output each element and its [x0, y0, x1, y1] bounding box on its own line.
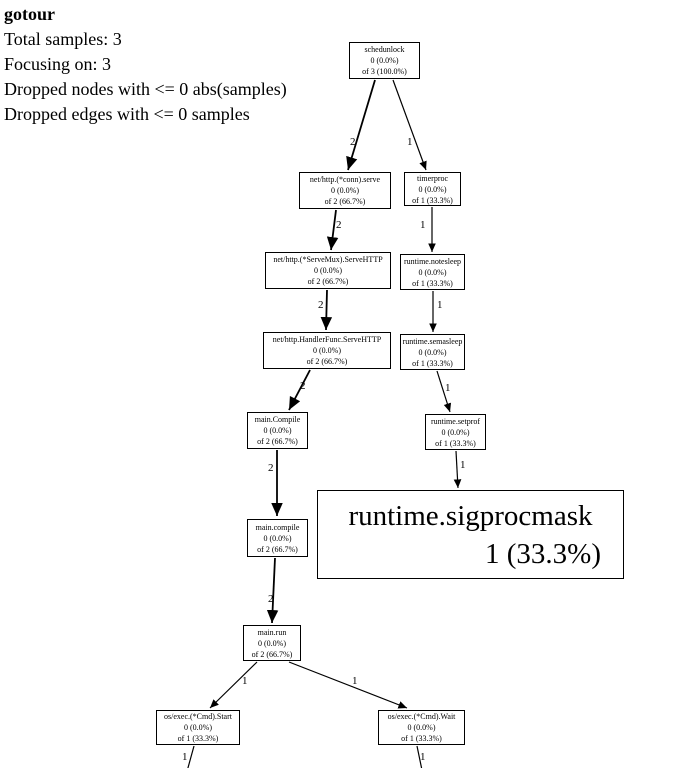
edge-cmd-wait-offscreen — [416, 745, 423, 768]
node-main-Compile[interactable]: main.Compile 0 (0.0%) of 2 (66.7%) — [247, 412, 308, 449]
node-main-run[interactable]: main.run 0 (0.0%) of 2 (66.7%) — [243, 625, 301, 661]
node-handlerfunc-servehttp[interactable]: net/http.HandlerFunc.ServeHTTP 0 (0.0%) … — [263, 332, 391, 369]
legend: gotour Total samples: 3 Focusing on: 3 D… — [4, 2, 287, 127]
node-flat: 0 (0.0%) — [418, 347, 447, 357]
node-label: timerproc — [416, 173, 449, 183]
node-conn-serve[interactable]: net/http.(*conn).serve 0 (0.0%) of 2 (66… — [299, 172, 391, 209]
edge-cmd-start-offscreen — [187, 745, 195, 768]
node-runtime-setprof[interactable]: runtime.setprof 0 (0.0%) of 1 (33.3%) — [425, 414, 486, 450]
node-label: net/http.(*conn).serve — [309, 175, 381, 184]
edge-schedunlock-timerproc — [392, 79, 427, 171]
node-cmd-wait[interactable]: os/exec.(*Cmd).Wait 0 (0.0%) of 1 (33.3%… — [378, 710, 465, 745]
node-runtime-sigprocmask[interactable]: runtime.sigprocmask 1 (33.3%) — [317, 490, 624, 579]
node-flat: 0 (0.0%) — [441, 427, 470, 437]
node-label: schedunlock — [364, 45, 405, 54]
node-schedunlock[interactable]: schedunlock 0 (0.0%) of 3 (100.0%) — [349, 42, 420, 79]
node-label: runtime.semasleep — [402, 336, 463, 346]
node-cum: of 2 (66.7%) — [257, 437, 298, 446]
node-label: runtime.sigprocmask — [348, 499, 593, 532]
node-flat: 0 (0.0%) — [370, 56, 399, 65]
node-flat: 1 (33.3%) — [485, 537, 601, 570]
node-flat: 0 (0.0%) — [418, 184, 447, 194]
node-cum: of 1 (33.3%) — [401, 734, 442, 743]
node-label: net/http.(*ServeMux).ServeHTTP — [273, 255, 383, 264]
edge-label: 2 — [350, 136, 356, 148]
node-cum: of 2 (66.7%) — [324, 197, 366, 206]
node-cum: of 1 (33.3%) — [412, 195, 453, 205]
edge-label: 1 — [407, 136, 413, 148]
legend-dropped-nodes: Dropped nodes with <= 0 abs(samples) — [4, 79, 287, 99]
node-cum: of 3 (100.0%) — [362, 67, 407, 76]
node-flat: 0 (0.0%) — [258, 638, 286, 648]
node-timerproc[interactable]: timerproc 0 (0.0%) of 1 (33.3%) — [404, 172, 461, 206]
node-flat: 0 (0.0%) — [407, 723, 436, 732]
node-cum: of 1 (33.3%) — [435, 438, 476, 448]
edge-label: 1 — [445, 382, 451, 394]
node-cmd-start[interactable]: os/exec.(*Cmd).Start 0 (0.0%) of 1 (33.3… — [156, 710, 240, 745]
edge-servemux-handlerfunc — [320, 289, 333, 331]
legend-dropped-edges: Dropped edges with <= 0 samples — [4, 104, 250, 124]
edge-label: 1 — [460, 459, 466, 471]
edge-label: 1 — [352, 675, 358, 687]
node-label: main.run — [257, 627, 287, 637]
node-cum: of 2 (66.7%) — [306, 357, 348, 366]
node-flat: 0 (0.0%) — [331, 186, 359, 195]
edge-compile-run — [266, 557, 279, 624]
edge-label: 2 — [336, 219, 342, 231]
node-servemux-servehttp[interactable]: net/http.(*ServeMux).ServeHTTP 0 (0.0%) … — [265, 252, 391, 289]
node-flat: 0 (0.0%) — [314, 266, 342, 275]
node-flat: 0 (0.0%) — [263, 533, 292, 543]
node-runtime-notesleep[interactable]: runtime.notesleep 0 (0.0%) of 1 (33.3%) — [400, 254, 465, 290]
edge-label: 2 — [318, 299, 324, 311]
node-label: main.compile — [255, 522, 300, 532]
node-flat: 0 (0.0%) — [313, 346, 341, 355]
node-label: runtime.notesleep — [403, 256, 462, 266]
edge-run-cmd-wait — [288, 661, 408, 709]
edge-setprof-sigprocmask — [453, 450, 462, 489]
edge-semasleep-setprof — [436, 370, 452, 413]
node-cum: of 2 (66.7%) — [251, 649, 293, 659]
edge-label: 2 — [268, 462, 274, 474]
node-cum: of 1 (33.3%) — [412, 278, 453, 288]
legend-total-samples: Total samples: 3 — [4, 29, 122, 49]
edge-label: 1 — [420, 751, 426, 763]
node-cum: of 1 (33.3%) — [177, 734, 219, 743]
node-flat: 0 (0.0%) — [263, 426, 292, 435]
node-runtime-semasleep[interactable]: runtime.semasleep 0 (0.0%) of 1 (33.3%) — [400, 334, 465, 370]
edge-label: 1 — [420, 219, 426, 231]
edge-conn-serve-servemux — [326, 209, 339, 251]
edge-handlerfunc-compile — [288, 369, 311, 411]
edge-label: 1 — [437, 299, 443, 311]
edge-label: 2 — [300, 380, 306, 392]
node-main-compile[interactable]: main.compile 0 (0.0%) of 2 (66.7%) — [247, 519, 308, 557]
node-flat: 0 (0.0%) — [184, 723, 212, 732]
legend-focusing: Focusing on: 3 — [4, 54, 112, 74]
node-flat: 0 (0.0%) — [418, 267, 447, 277]
node-cum: of 2 (66.7%) — [257, 544, 298, 554]
edge-label: 1 — [182, 751, 188, 763]
node-label: os/exec.(*Cmd).Wait — [387, 712, 456, 721]
profile-title: gotour — [4, 4, 55, 24]
node-label: os/exec.(*Cmd).Start — [164, 712, 232, 721]
node-label: main.Compile — [254, 415, 301, 424]
node-label: net/http.HandlerFunc.ServeHTTP — [272, 335, 382, 344]
node-cum: of 1 (33.3%) — [412, 358, 453, 368]
edge-schedunlock-conn-serve — [346, 79, 376, 171]
edge-label: 2 — [268, 593, 274, 605]
edge-label: 1 — [242, 675, 248, 687]
node-label: runtime.setprof — [430, 416, 481, 426]
node-cum: of 2 (66.7%) — [307, 277, 349, 286]
edge-run-cmd-start — [209, 661, 258, 709]
